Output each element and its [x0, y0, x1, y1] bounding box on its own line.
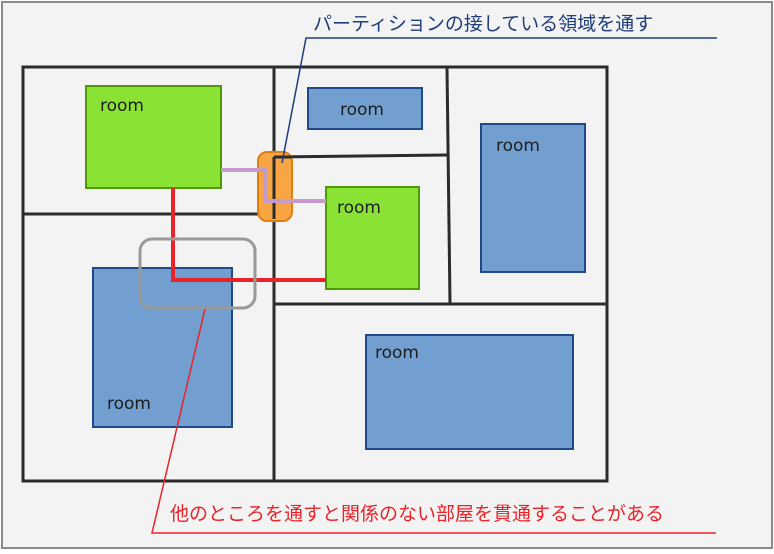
top-annotation: パーティションの接している領域を通す — [313, 13, 653, 35]
room-blue-top-middle — [307, 87, 423, 130]
room-blue-right-tall — [480, 123, 586, 273]
room-label-green-top-left: room — [100, 96, 144, 116]
room-label-blue-bottom-right: room — [375, 343, 419, 363]
room-blue-bottom-right — [365, 334, 574, 450]
collision-marker — [138, 237, 257, 310]
room-green-center — [325, 186, 420, 290]
bottom-callout-line — [151, 308, 716, 534]
room-blue-bottom-left — [92, 267, 233, 428]
outer-partition — [21, 65, 609, 483]
room-green-top-left — [85, 85, 222, 189]
route-through-partition — [221, 168, 326, 203]
route-through-other-room — [171, 188, 326, 282]
partitions — [21, 65, 609, 483]
partition-horizontal-upper — [273, 153, 448, 159]
bottom-annotation: 他のところを通すと関係のない部屋を貫通することがある — [170, 503, 664, 525]
room-label-blue-top-middle: room — [340, 100, 384, 120]
room-label-blue-right-tall: room — [496, 136, 540, 156]
partition-vertical-right — [445, 66, 452, 305]
room-label-blue-bottom-left: room — [107, 394, 151, 414]
top-callout-line — [281, 37, 717, 164]
room-labels: room room room room room room — [100, 96, 540, 414]
room-label-green-center: room — [337, 198, 381, 218]
